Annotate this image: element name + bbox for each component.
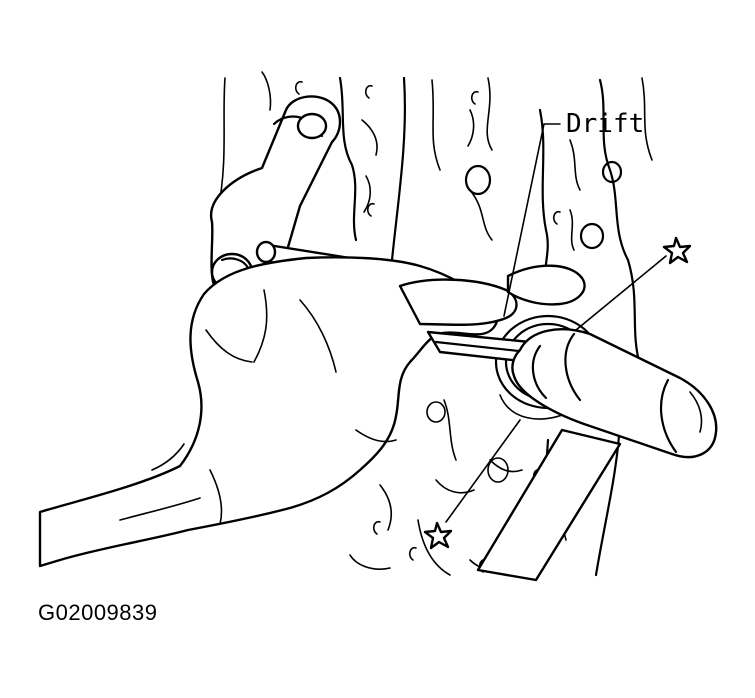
drift-label: Drift: [566, 109, 644, 139]
star-marker-bottom: [423, 521, 453, 550]
star-markers: [423, 236, 692, 550]
drift-leader-line: [503, 123, 561, 317]
drift-tool: [426, 330, 532, 364]
leader-line-top-star: [575, 255, 667, 331]
drift-callout: Drift: [503, 109, 644, 317]
star-marker-top: [662, 236, 692, 265]
hammer: [476, 328, 718, 582]
figure-id: G02009839: [38, 600, 158, 625]
hand-and-arm: [38, 256, 586, 568]
leader-line-bottom-star: [445, 419, 521, 523]
